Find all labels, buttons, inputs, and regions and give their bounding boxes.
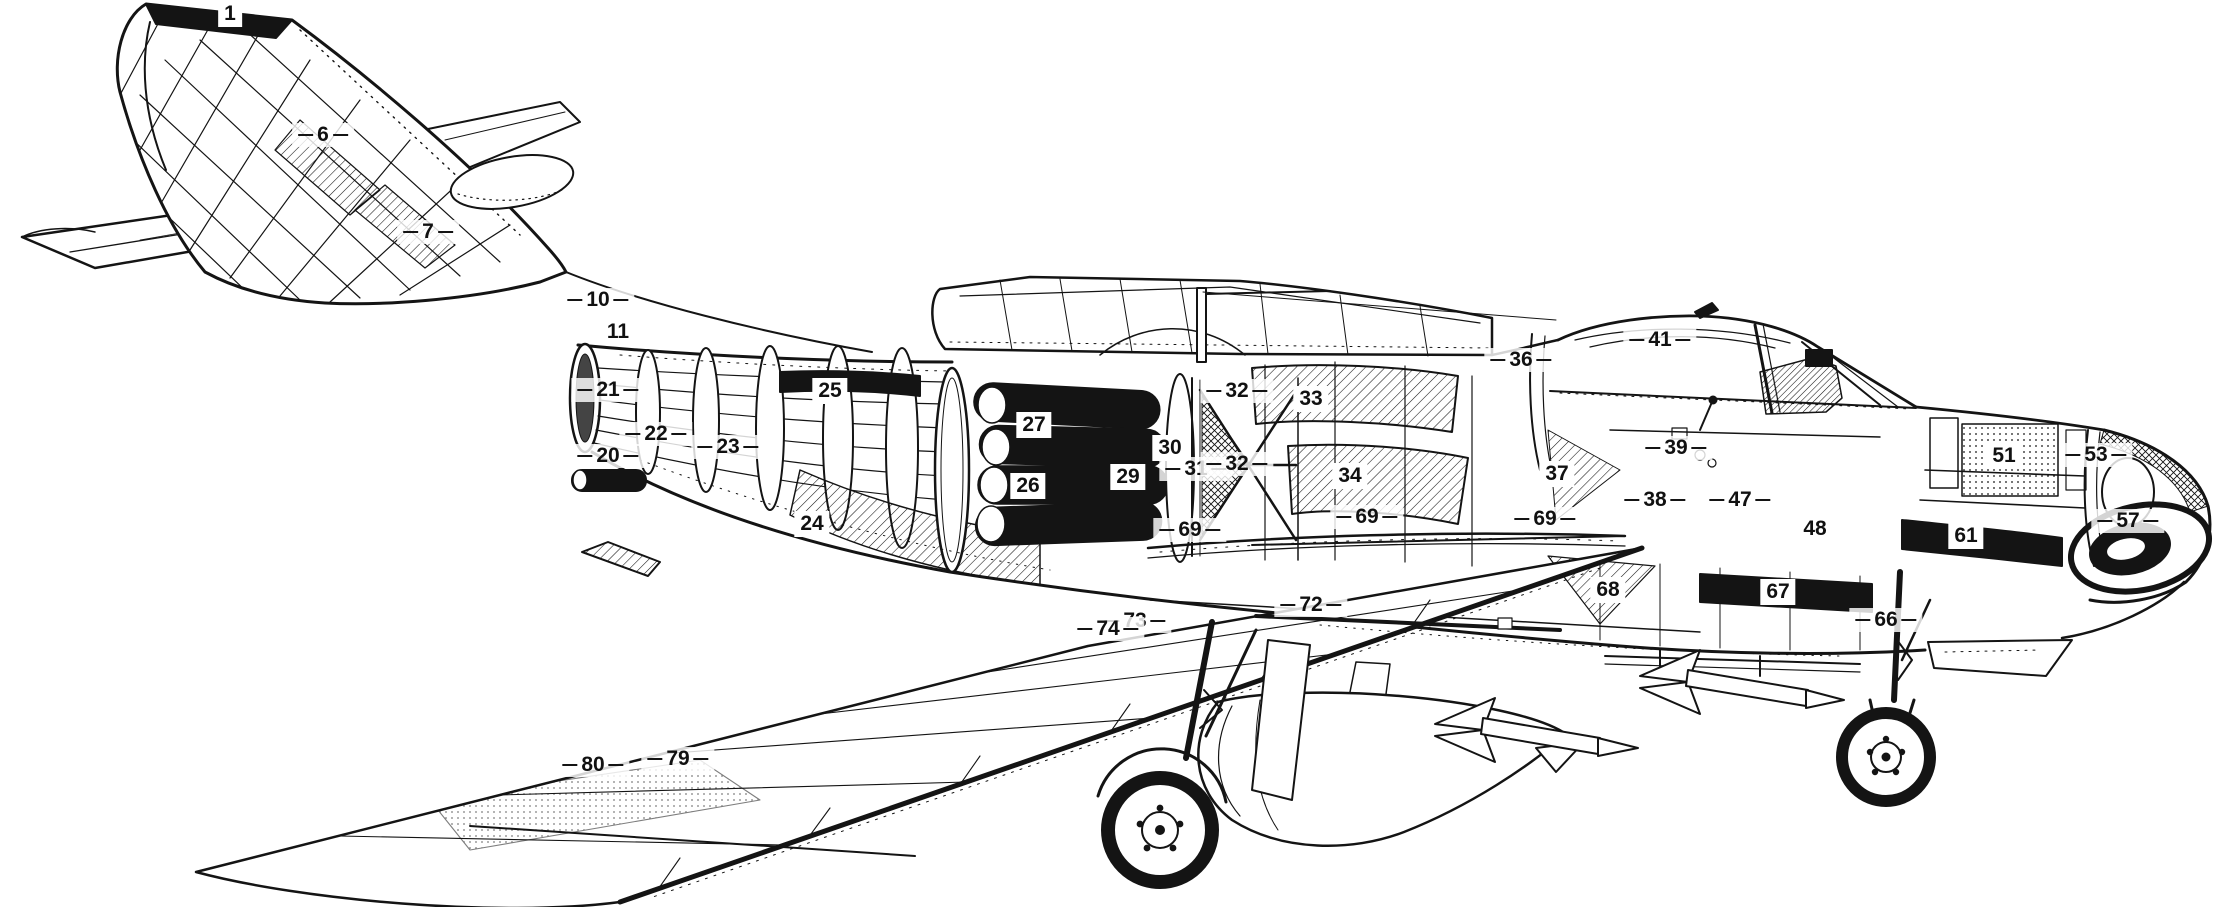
main-gear-leg bbox=[1183, 619, 1215, 761]
canopy-mirror bbox=[1694, 302, 1719, 319]
ventral-bumper bbox=[581, 541, 661, 577]
avionics-box bbox=[1961, 423, 2059, 497]
fin-root-fairing bbox=[565, 271, 873, 353]
nose-gear-door bbox=[1927, 639, 2073, 677]
nose-section bbox=[1901, 405, 2213, 677]
antenna-wire bbox=[1202, 291, 1557, 321]
main-gear-door bbox=[1251, 639, 1311, 801]
main-landing-gear bbox=[1096, 619, 1311, 889]
nose-torque-scissor bbox=[1896, 639, 1913, 681]
rivet-lines bbox=[639, 459, 1841, 657]
wheel-fender bbox=[1096, 747, 1228, 804]
seat-headrest bbox=[1805, 349, 1833, 367]
ventral-rail bbox=[1604, 655, 1861, 665]
tail-fairing-unit bbox=[571, 469, 647, 492]
cockpit bbox=[1490, 302, 1918, 521]
nose-landing-gear bbox=[1836, 569, 1936, 807]
cockpit-front-frame bbox=[1529, 333, 1541, 471]
intake-ring bbox=[2067, 501, 2213, 595]
antenna-mast bbox=[1196, 287, 1557, 363]
control-stick bbox=[1699, 401, 1713, 431]
rocket-projectiles bbox=[1254, 614, 1845, 763]
wing-leading-edge bbox=[617, 545, 1645, 905]
combustion-can-heads bbox=[976, 386, 1011, 543]
wing-root-fairing bbox=[1099, 328, 1246, 356]
pitot-probe bbox=[469, 825, 916, 857]
torque-scissor bbox=[1199, 689, 1223, 729]
intake-duct bbox=[1901, 519, 2063, 567]
tank-pylon bbox=[1349, 661, 1391, 695]
gun-bay-dark-band bbox=[1699, 573, 1873, 613]
nose-top-deck bbox=[1914, 405, 2106, 432]
lower-cowl-line bbox=[2060, 580, 2186, 640]
starboard-wing bbox=[931, 275, 1494, 357]
tailplane-bullet-fairing bbox=[449, 154, 575, 210]
cockpit-sill bbox=[1549, 390, 1917, 409]
lower-duct-fairing bbox=[789, 469, 1041, 586]
rudder-hinge-line bbox=[143, 21, 167, 171]
fuselage-top-line bbox=[576, 343, 954, 364]
nose-gear-leg bbox=[1891, 569, 1903, 703]
